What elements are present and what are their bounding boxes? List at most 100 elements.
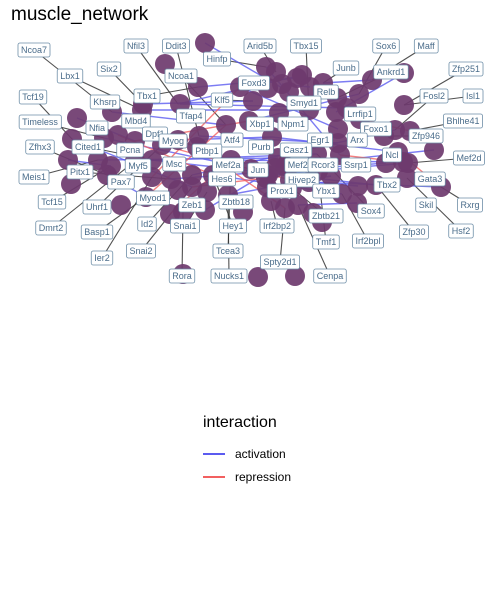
node-label-box	[218, 194, 254, 210]
node-label-irf2bpl: Irf2bpl	[352, 233, 384, 249]
node-label-rora: Rora	[168, 268, 196, 284]
node-label-meis1: Meis1	[18, 169, 50, 185]
node-label-tfap4: Tfap4	[176, 108, 206, 124]
legend-item-repression: repression	[203, 465, 291, 488]
node-label-box	[176, 108, 206, 124]
node-label-box	[346, 132, 368, 148]
node-label-box	[373, 64, 409, 80]
node-label-text: Zeb1	[182, 200, 203, 210]
node-label-box	[85, 120, 109, 136]
node-label-box	[399, 224, 429, 240]
node-label-hinfp: Hinfp	[203, 51, 231, 67]
node-label-text: Junb	[336, 63, 356, 73]
network-node-circle	[248, 267, 268, 287]
node-label-zfp946: Zfp946	[408, 128, 444, 144]
node-label-hivep2: Hivep2	[284, 172, 320, 188]
node-label-myod1: Myod1	[136, 190, 170, 206]
node-label-npm1: Npm1	[277, 116, 309, 132]
node-label-text: Cited1	[75, 142, 101, 152]
node-label-hey1: Hey1	[219, 218, 247, 234]
node-label-box	[212, 243, 244, 259]
network-node-circle	[394, 95, 414, 115]
node-label-egr1: Egr1	[307, 132, 333, 148]
node-label-box	[168, 268, 196, 284]
node-label-box	[56, 68, 84, 84]
node-label-text: Tbx2	[377, 180, 397, 190]
node-label-zbtb21: Zbtb21	[308, 208, 344, 224]
node-label-text: Timeless	[22, 117, 58, 127]
node-label-text: Ier2	[94, 253, 110, 263]
node-label-six2: Six2	[96, 61, 122, 77]
node-label-box	[259, 218, 295, 234]
node-label-box	[419, 88, 449, 104]
node-label-snai2: Snai2	[126, 243, 156, 259]
node-label-text: Uhrf1	[86, 202, 108, 212]
node-label-hsf2: Hsf2	[448, 223, 474, 239]
network-node-circle	[67, 108, 87, 128]
node-label-text: Jun	[251, 165, 266, 175]
node-label-box	[18, 114, 62, 130]
node-label-box	[90, 250, 114, 266]
node-label-box	[18, 89, 48, 105]
node-label-text: Foxo1	[363, 124, 388, 134]
node-label-text: Xbp1	[249, 119, 270, 129]
node-label-ssrp1: Ssrp1	[340, 157, 372, 173]
network-node-circle	[243, 91, 263, 111]
node-label-snai1: Snai1	[170, 218, 200, 234]
node-label-box	[126, 243, 156, 259]
node-label-box	[414, 171, 446, 187]
node-label-text: Prox1	[270, 186, 294, 196]
node-label-box	[96, 61, 122, 77]
node-label-isl1: Isl1	[462, 88, 484, 104]
node-label-text: Rora	[172, 271, 192, 281]
activation-edge	[142, 100, 254, 105]
node-label-text: Hes6	[211, 174, 232, 184]
network-node-circle	[424, 140, 444, 160]
node-label-box	[66, 164, 94, 180]
node-label-box	[158, 133, 188, 149]
node-label-text: Pitx1	[70, 167, 90, 177]
node-label-text: Msc	[166, 159, 183, 169]
node-label-text: Zfp946	[412, 131, 440, 141]
node-label-box	[413, 38, 439, 54]
node-label-box	[313, 84, 339, 100]
node-label-text: Maff	[417, 41, 435, 51]
node-label-text: Rcor3	[311, 160, 335, 170]
node-label-box	[360, 121, 392, 137]
node-label-box	[290, 38, 322, 54]
node-label-box	[373, 177, 401, 193]
node-label-purb: Purb	[248, 139, 274, 155]
node-label-jun: Jun	[247, 162, 269, 178]
node-label-text: Fosl2	[423, 91, 445, 101]
node-label-text: Smyd1	[290, 98, 318, 108]
node-label-text: Nucks1	[214, 271, 244, 281]
node-label-text: Snai2	[129, 246, 152, 256]
node-label-box	[312, 234, 340, 250]
node-label-box	[208, 171, 236, 187]
node-label-text: Ptbp1	[195, 146, 219, 156]
node-label-zfhx3: Zfhx3	[25, 139, 55, 155]
node-label-box	[243, 38, 277, 54]
node-label-bhlhe41: Bhlhe41	[443, 113, 483, 129]
node-label-text: Irf2bpl	[355, 236, 380, 246]
legend-key-repression	[203, 475, 225, 478]
node-label-box	[382, 147, 402, 163]
network-node-circle	[328, 133, 348, 153]
network-node-circle	[108, 125, 128, 145]
node-label-box	[246, 116, 274, 132]
legend-item-activation: activation	[203, 442, 291, 465]
node-label-box	[340, 157, 372, 173]
node-label-fosl2: Fosl2	[419, 88, 449, 104]
node-label-text: Nfil3	[127, 41, 145, 51]
legend-label-repression: repression	[235, 469, 292, 484]
node-label-box	[352, 233, 384, 249]
node-label-text: Hey1	[222, 221, 243, 231]
node-label-tcf19: Tcf19	[18, 89, 48, 105]
node-label-text: Six2	[100, 64, 118, 74]
network-node-circle	[285, 266, 305, 286]
node-label-myf5: Myf5	[124, 158, 152, 174]
node-label-ncoa1: Ncoa1	[164, 68, 198, 84]
node-label-box	[123, 38, 149, 54]
legend-key-activation	[203, 452, 225, 455]
